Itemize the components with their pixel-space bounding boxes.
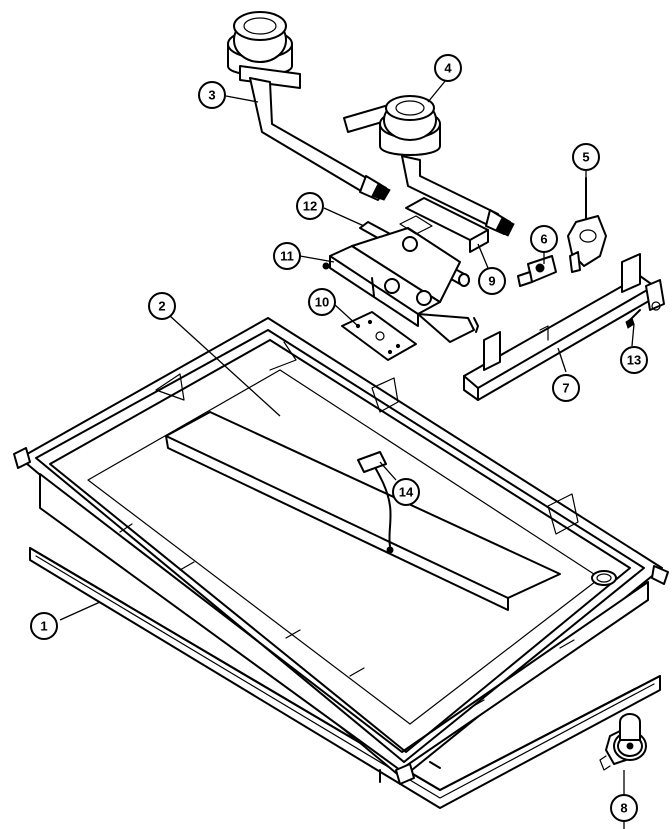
callout-10-label: 10 bbox=[315, 295, 329, 310]
callout-14: 14 bbox=[392, 478, 420, 506]
burner-box-tub bbox=[13, 317, 669, 785]
burner-mounting-bracket bbox=[322, 215, 475, 343]
callout-11: 11 bbox=[273, 242, 301, 270]
ground-wire bbox=[357, 451, 394, 554]
callout-9-label: 9 bbox=[488, 274, 495, 289]
callout-4-label: 4 bbox=[444, 61, 452, 76]
callout-4: 4 bbox=[434, 54, 462, 82]
callout-6-label: 6 bbox=[540, 232, 547, 247]
callout-12-label: 12 bbox=[303, 199, 317, 214]
callout-2: 2 bbox=[148, 292, 176, 320]
callout-7: 7 bbox=[552, 374, 580, 402]
callout-1-label: 1 bbox=[40, 619, 47, 634]
callout-1: 1 bbox=[30, 612, 58, 640]
callout-3-label: 3 bbox=[208, 88, 215, 103]
front-burner bbox=[343, 95, 515, 237]
callout-8-label: 8 bbox=[620, 801, 627, 816]
callout-12: 12 bbox=[296, 192, 324, 220]
rear-burner bbox=[227, 11, 391, 201]
callout-5-label: 5 bbox=[582, 150, 589, 165]
callout-6: 6 bbox=[530, 225, 558, 253]
callout-9: 9 bbox=[478, 267, 506, 295]
spark-ignitor bbox=[517, 255, 557, 287]
callout-11-label: 11 bbox=[280, 249, 294, 264]
callout-7-label: 7 bbox=[562, 381, 569, 396]
heat-shield-plate bbox=[341, 311, 479, 361]
manifold-rail bbox=[463, 253, 665, 401]
base-frame bbox=[29, 547, 661, 809]
callout-8: 8 bbox=[610, 794, 638, 822]
leader-lines bbox=[59, 79, 635, 829]
callout-13: 13 bbox=[620, 346, 648, 374]
gas-valve bbox=[567, 177, 607, 273]
callout-3: 3 bbox=[198, 81, 226, 109]
callout-10: 10 bbox=[308, 288, 336, 316]
callout-2-label: 2 bbox=[158, 299, 165, 314]
callout-5: 5 bbox=[572, 143, 600, 171]
callout-14-label: 14 bbox=[399, 485, 414, 500]
pressure-regulator bbox=[599, 713, 647, 771]
callout-13-label: 13 bbox=[627, 353, 641, 368]
